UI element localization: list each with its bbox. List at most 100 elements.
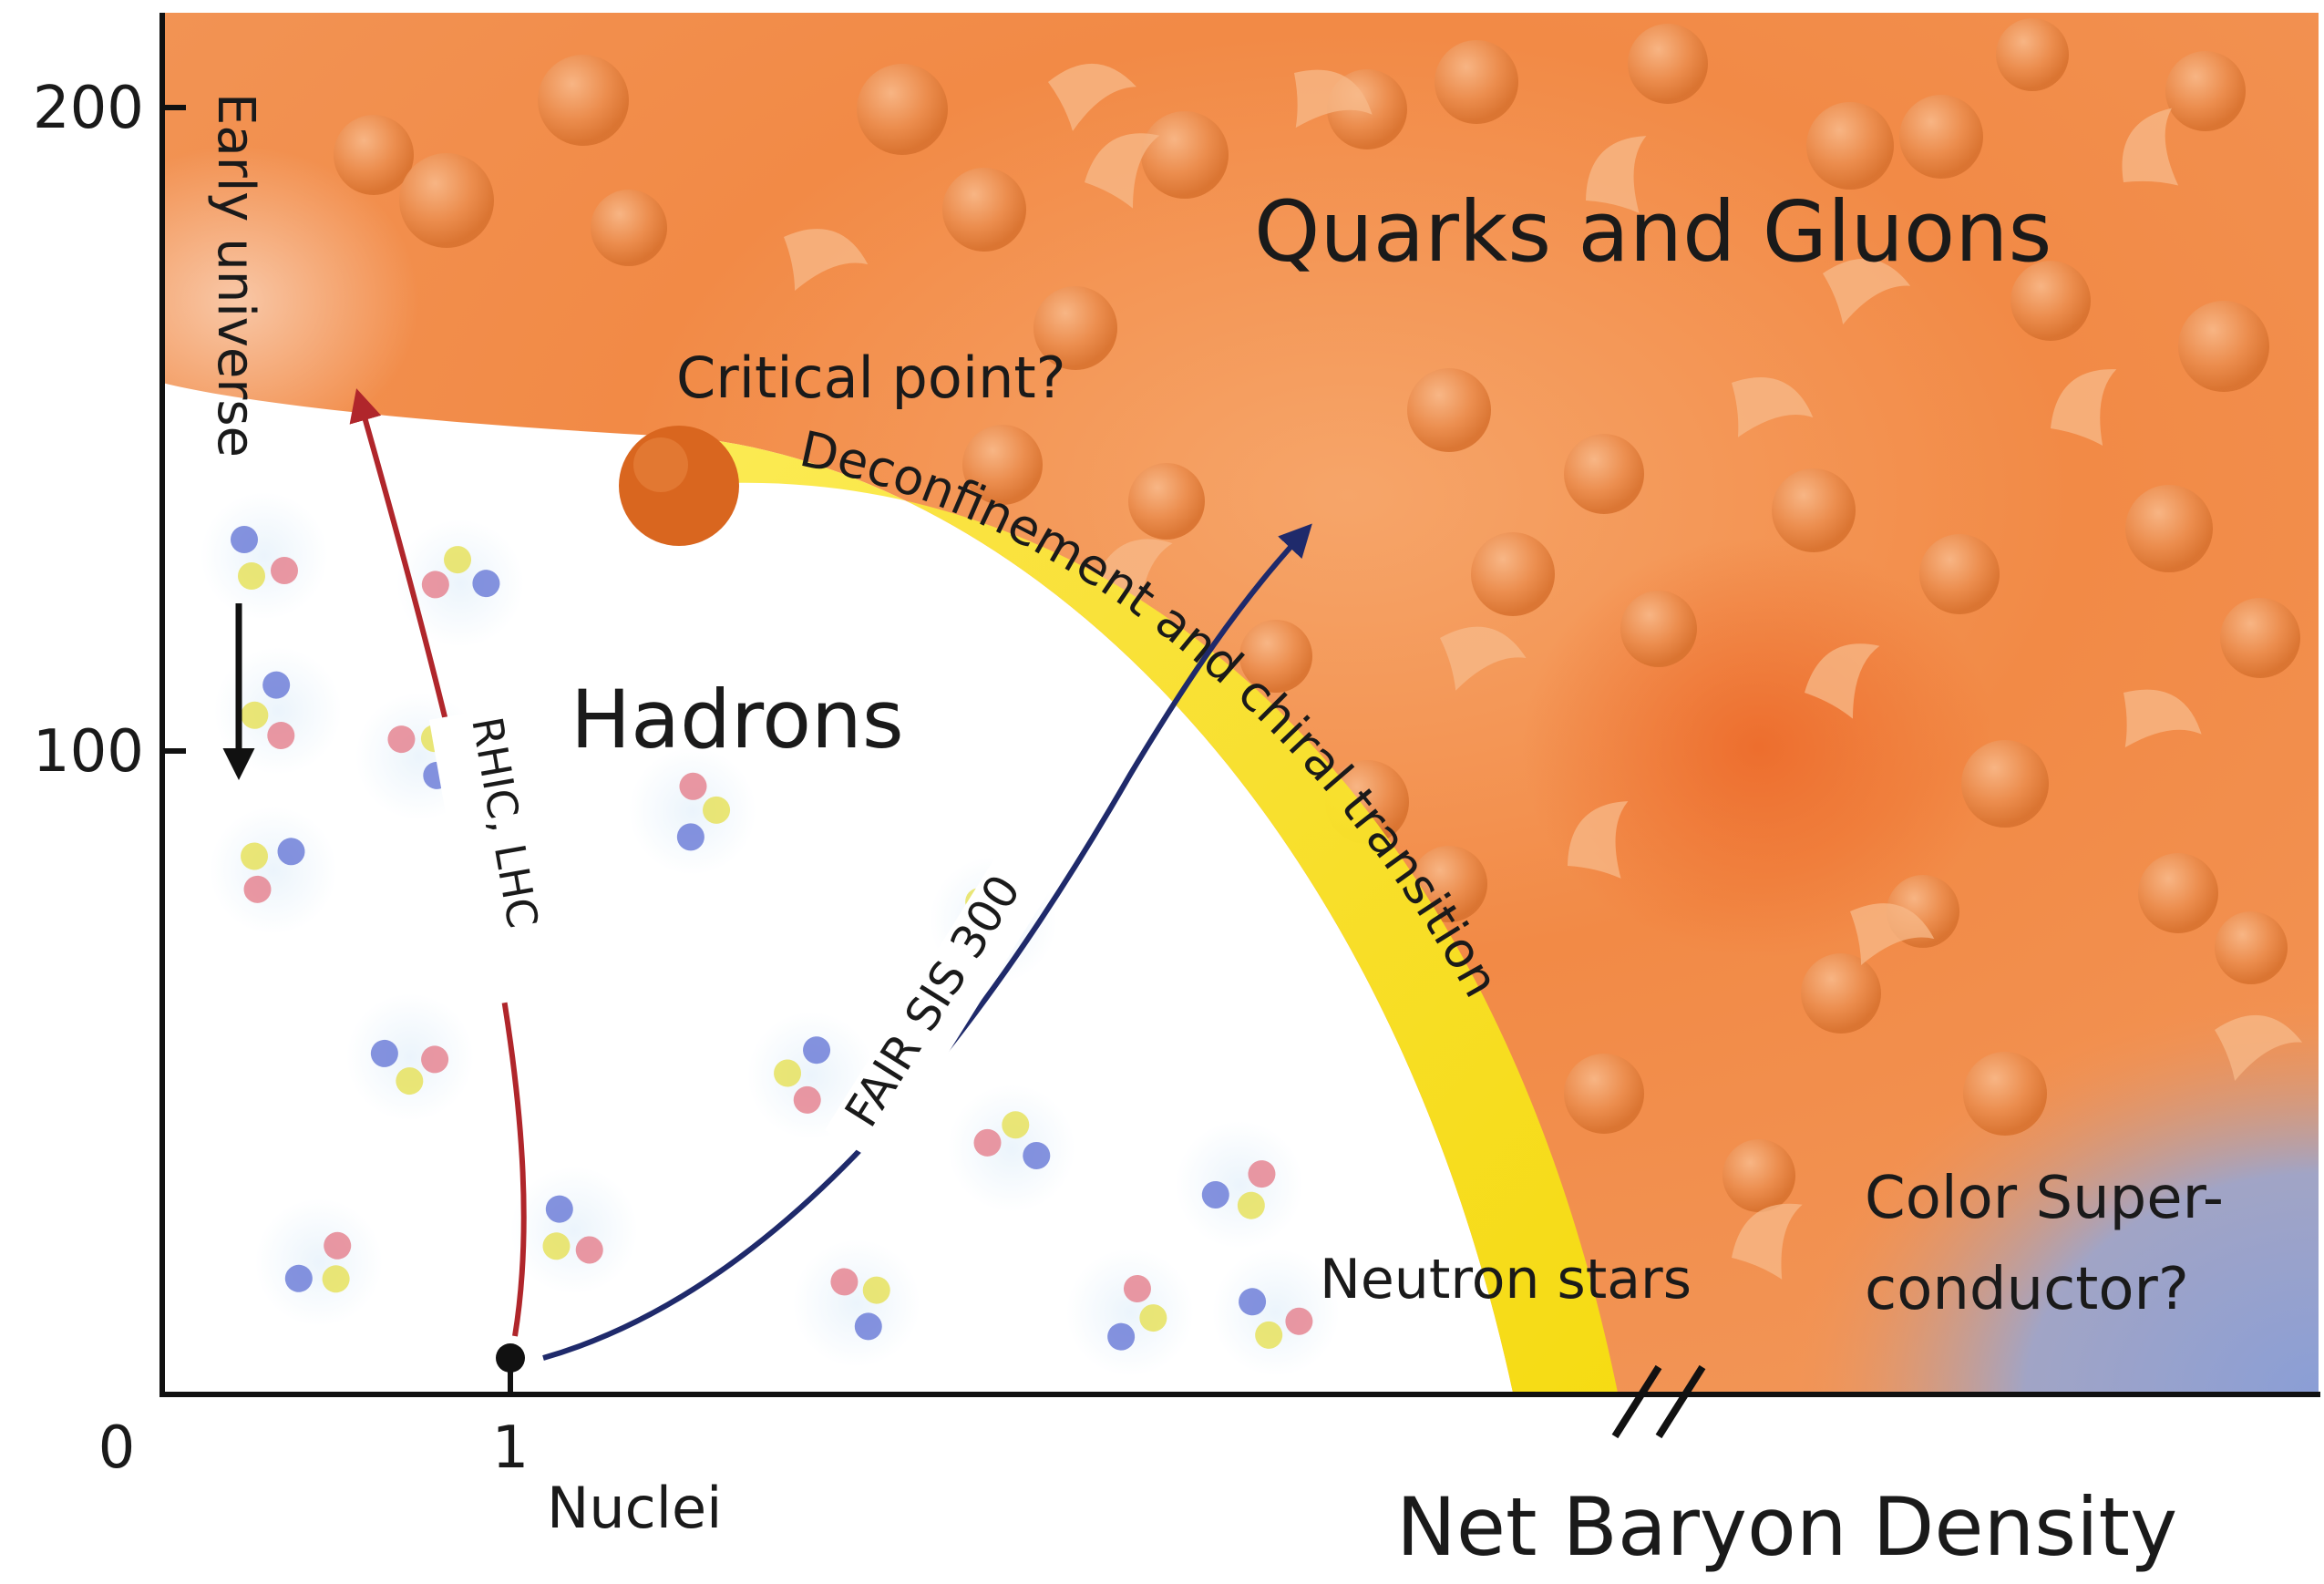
plot-area [162,13,2319,1393]
quark [830,1268,859,1296]
hadron-halo [396,519,524,647]
quark-ball [1628,24,1708,104]
critical-point-marker [619,426,739,546]
quark-ball [857,64,948,155]
axis-break-2 [1655,1364,1706,1439]
quark [387,725,416,754]
quark-ball [1407,368,1491,452]
quark-ball [1772,468,1856,552]
quark-ball [1963,1052,2047,1136]
hadron-molecule [231,526,298,590]
quark [703,796,731,824]
quark [545,1195,573,1223]
gluon-streak [1094,539,1173,614]
hadron-molecule [284,1231,352,1293]
hadron-molecule [1201,1160,1276,1219]
quark [774,1059,802,1087]
quark [1248,1160,1276,1188]
y-tick-label-200: 200 [33,75,144,142]
quark [243,875,272,903]
quark [238,562,265,590]
quark [241,701,269,729]
hadron-molecule [241,671,295,750]
hadron-region [162,383,1513,1393]
quark-ball [1722,1139,1795,1212]
gluon-streak [1732,1203,1803,1280]
quark [284,1264,313,1292]
quark [277,838,305,866]
gluon-streak [2123,689,2202,748]
gluon-streak [1805,643,1880,719]
hadron-halo [1066,1249,1194,1376]
gluon-streak [1586,136,1647,213]
quark-ball [1961,740,2049,828]
quark [262,671,291,699]
qgp-label: Quarks and Gluons [1254,183,2051,281]
hadron-molecule [241,838,305,903]
nuclei-point [496,1343,525,1373]
quark [1201,1180,1229,1209]
quark [793,1085,821,1114]
quark-ball [1033,286,1117,370]
hadron-molecule [1239,1288,1313,1349]
quark [322,1265,350,1293]
quark-ball [1801,953,1881,1034]
quark-ball [2215,911,2288,984]
quark-ball [962,425,1043,505]
quark-ball [1141,111,1229,199]
quark-ball [1899,95,1983,179]
quark [676,823,704,851]
quark-ball [1471,532,1555,616]
quark [575,1236,603,1264]
color-superconductor-label-1: Color Super- [1865,1165,2224,1232]
quark [267,722,295,750]
hadron-halo [346,993,474,1121]
gluon-streak [1732,377,1814,437]
axis-break-1 [1611,1364,1662,1439]
fair-arrow [542,523,1312,1361]
left-haze [162,146,419,456]
quark [271,557,298,584]
gluon-streak [1440,626,1527,691]
quark-ball [2178,301,2269,392]
early-universe-label: Early universe [206,93,265,458]
color-superconductor-label-2: conductor? [1865,1256,2189,1323]
quark-ball [1620,591,1697,667]
x-axis-label: Net Baryon Density [1396,1480,2177,1574]
quark [1002,1111,1030,1139]
quark-ball [1919,534,2000,614]
quark [421,1045,449,1074]
gluon-streak [784,229,869,291]
rhic-lhc-label-bg [428,705,558,1008]
quark-ball [1128,463,1205,540]
hadron-halo [255,1198,383,1326]
quark-ball [2165,51,2246,131]
quark [1255,1321,1283,1349]
quark [1237,1191,1265,1219]
quark-ball [1996,18,2069,91]
quark [803,1036,831,1065]
quark-ball [2220,598,2300,678]
quark [854,1312,882,1341]
hadron-halo [210,807,337,934]
gluon-streak [1568,801,1629,879]
quark [973,1128,1002,1157]
quark [1123,1274,1151,1302]
hadron-molecule [676,772,731,851]
quark-ball [1435,40,1518,124]
quark [472,570,500,598]
critical-point-label: Critical point? [676,345,1066,411]
hadron-halo [948,1085,1075,1212]
quark [542,1232,571,1260]
hadron-halo [1176,1121,1303,1249]
quark [1023,1141,1051,1169]
quark [370,1039,398,1067]
hadron-halo [629,747,756,875]
hadrons-label: Hadrons [571,673,904,766]
nuclei-label: Nuclei [547,1475,722,1541]
transition-band [693,437,1618,1393]
gluon-streak [2051,369,2117,446]
gluon-streaks [784,63,2303,1280]
x-tick-label-1: 1 [492,1414,530,1482]
hadron-molecule [370,1039,449,1095]
